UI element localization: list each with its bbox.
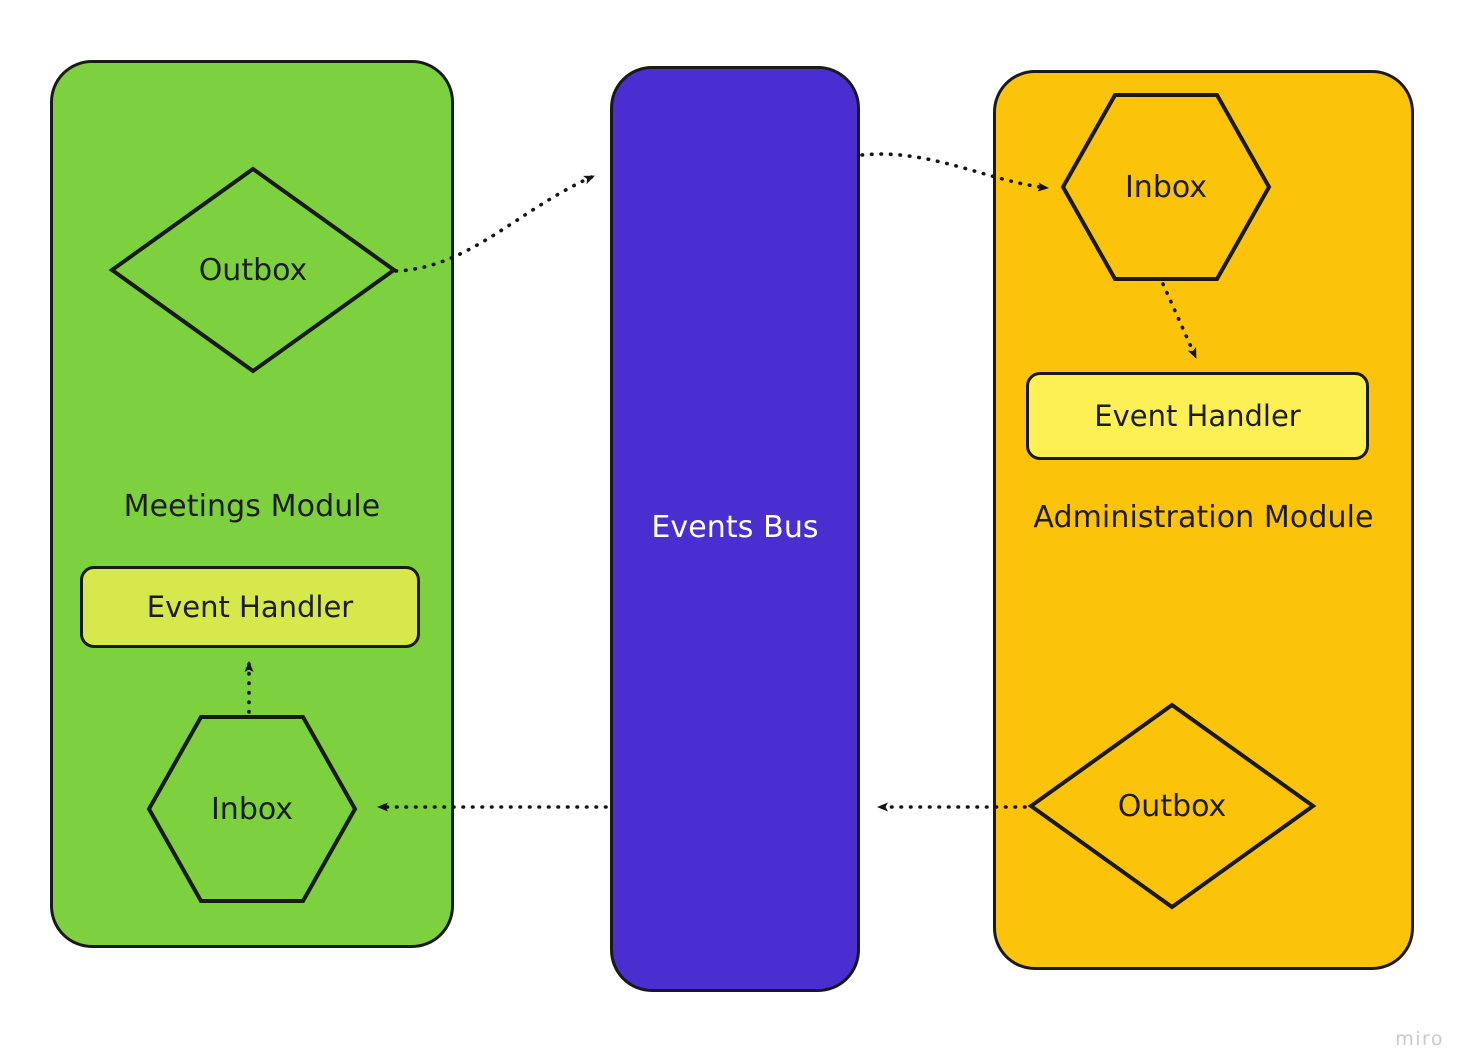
administration-event-handler-label: Event Handler bbox=[1094, 399, 1301, 433]
administration-module-title: Administration Module bbox=[1033, 500, 1374, 535]
administration-outbox-shape[interactable]: Outbox bbox=[1027, 701, 1317, 911]
meetings-event-handler-label: Event Handler bbox=[146, 590, 354, 624]
miro-watermark: miro bbox=[1395, 1028, 1444, 1050]
events-bus-title: Events Bus bbox=[651, 510, 819, 545]
meetings-inbox-shape[interactable]: Inbox bbox=[146, 714, 358, 904]
meetings-outbox-shape[interactable]: Outbox bbox=[108, 165, 398, 375]
hexagon-icon bbox=[1060, 93, 1272, 281]
hexagon-icon bbox=[146, 715, 358, 903]
meetings-module-title: Meetings Module bbox=[123, 489, 381, 524]
administration-event-handler-box[interactable]: Event Handler bbox=[1026, 372, 1369, 460]
events-bus-panel[interactable] bbox=[610, 66, 860, 992]
meetings-event-handler-box[interactable]: Event Handler bbox=[80, 566, 420, 648]
diamond-icon bbox=[1027, 702, 1317, 910]
diamond-icon bbox=[108, 166, 398, 374]
administration-inbox-shape[interactable]: Inbox bbox=[1060, 92, 1272, 282]
